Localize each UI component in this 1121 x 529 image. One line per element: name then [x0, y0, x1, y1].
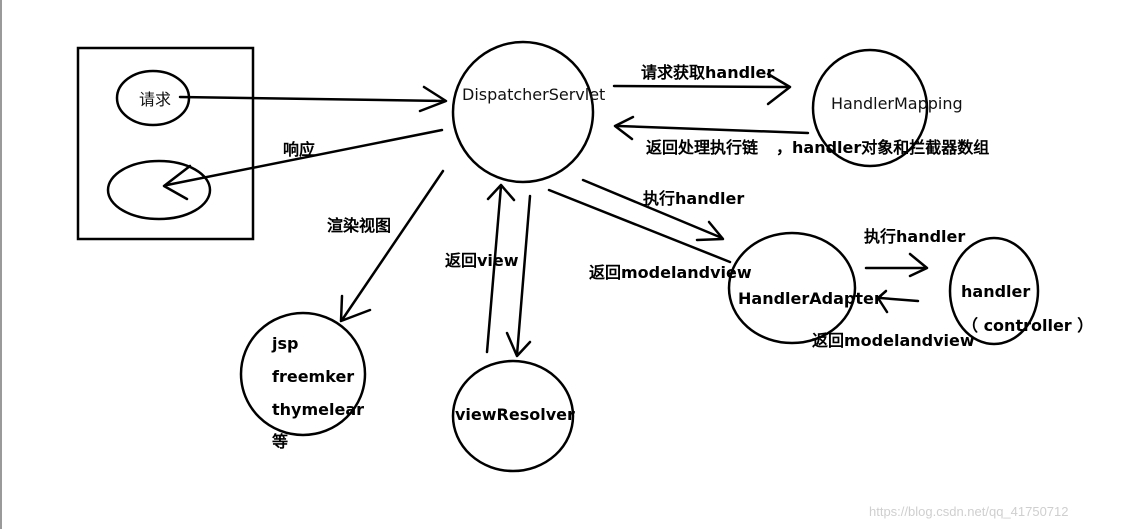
arrow-dispatcher-to-adapter: [581, 178, 725, 242]
arrow-dispatcher-to-view-tech: [339, 169, 445, 323]
view-resolver-label: viewResolver: [455, 405, 575, 424]
return-view-label: 返回view: [445, 251, 519, 270]
arrow-request-to-dispatcher: [178, 85, 448, 113]
execute-handler-label-1: 执行handler: [643, 189, 744, 208]
dispatcher-label: DispatcherServlet: [462, 85, 605, 104]
arrow-dispatcher-to-response: [162, 128, 444, 201]
handler-mapping-label: HandlerMapping: [831, 94, 963, 113]
handler-mapping-circle: [811, 48, 929, 168]
handler-adapter-circle: [727, 231, 857, 345]
view-tech-thymeleaf: thymelear: [272, 400, 364, 419]
request-label: 请求: [139, 90, 171, 109]
view-tech-jsp: jsp: [271, 334, 298, 353]
watermark: https://blog.csdn.net/qq_41750712: [869, 504, 1069, 519]
view-tech-freemarker: freemker: [272, 367, 354, 386]
line-adapter-to-dispatcher: [547, 188, 732, 264]
return-mav-label-2: 返回modelandview: [812, 331, 975, 350]
arrow-mapping-to-dispatcher: [613, 115, 810, 141]
controller-label: （ controller ）: [962, 316, 1093, 335]
execute-handler-label-2: 执行handler: [864, 227, 965, 246]
view-tech-circle: [239, 311, 367, 437]
response-ellipse: [106, 159, 212, 221]
handler-adapter-label: HandlerAdapter: [738, 289, 882, 308]
handler-circle: [948, 236, 1040, 346]
view-tech-etc: 等: [271, 432, 288, 451]
render-view-label: 渲染视图: [327, 216, 391, 235]
arrow-resolver-to-dispatcher: [485, 183, 516, 354]
view-resolver-circle: [451, 359, 575, 473]
get-handler-label: 请求获取handler: [641, 63, 774, 82]
arrow-handler-to-adapter: [876, 289, 920, 314]
response-label: 响应: [283, 140, 315, 159]
dispatcher-circle: [451, 40, 595, 184]
client-box: [76, 46, 255, 241]
return-mav-label-1: 返回modelandview: [589, 263, 752, 282]
return-chain-label: 返回处理执行链: [646, 138, 759, 157]
arrow-dispatcher-to-resolver: [505, 194, 532, 358]
arrow-dispatcher-to-mapping: [612, 72, 792, 106]
handler-label: handler: [961, 282, 1030, 301]
chain-content-label: ，handler对象和拦截器数组: [776, 138, 989, 157]
arrow-adapter-to-handler: [864, 252, 929, 278]
